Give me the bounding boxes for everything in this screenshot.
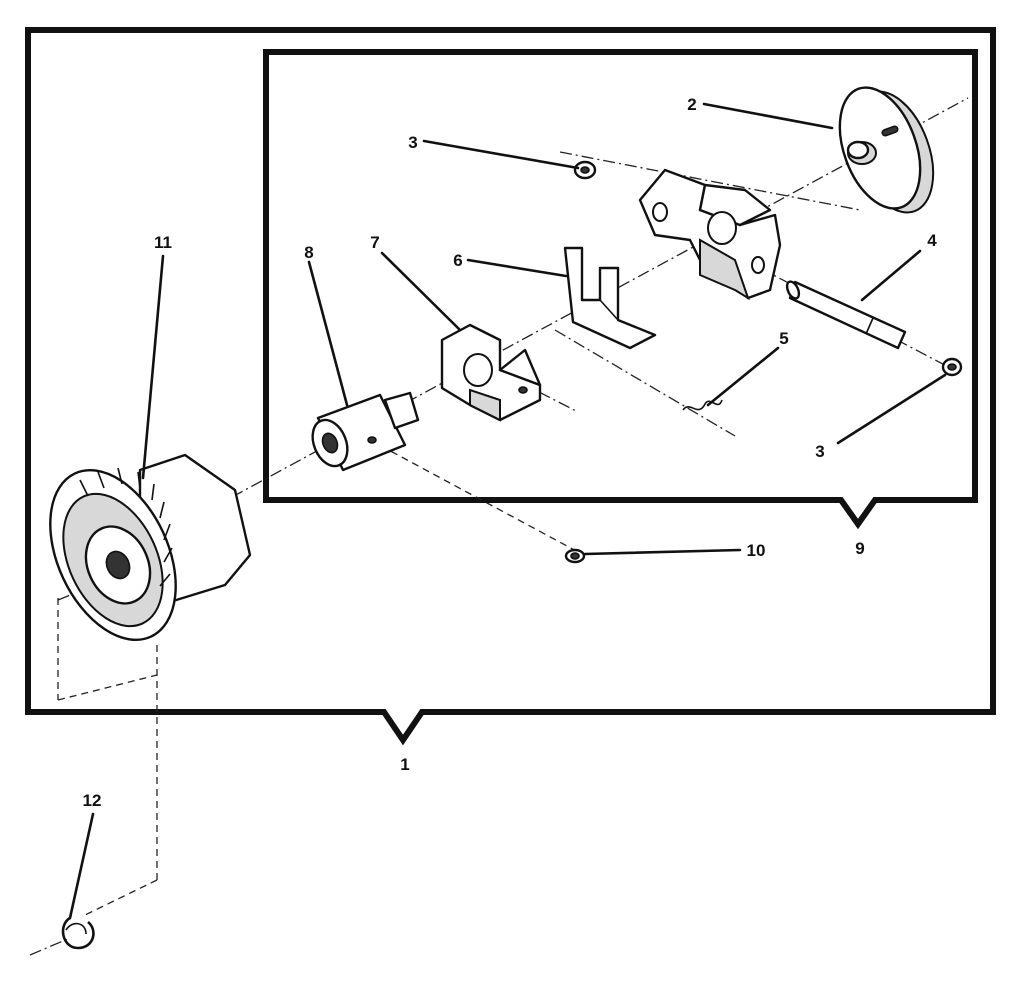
callout-pulley: 2 <box>687 95 696 114</box>
screw-top-part <box>573 160 597 180</box>
spring-part <box>682 399 723 411</box>
subassembly-bracket-9 <box>263 49 978 530</box>
callout-screw-top: 3 <box>408 133 417 152</box>
pulley-part <box>838 86 935 214</box>
callout-pin: 4 <box>927 231 937 250</box>
clip-part <box>563 246 657 350</box>
callout-clip: 6 <box>453 251 462 270</box>
callout-knob: 11 <box>154 233 172 252</box>
callout-screw-bottom: 3 <box>815 442 824 461</box>
retaining-ring-part <box>61 916 95 950</box>
pin-part <box>785 280 907 350</box>
callout-labels: 1 2 3 3 4 5 6 7 8 9 10 11 12 <box>83 95 938 810</box>
knob-part <box>49 453 252 642</box>
callout-subassembly: 9 <box>855 539 864 558</box>
callout-block: 7 <box>370 233 379 252</box>
screw-bottom-part <box>941 357 963 377</box>
callout-spring: 5 <box>779 329 788 348</box>
callout-collar: 8 <box>304 243 313 262</box>
mounting-bracket-part <box>638 168 782 301</box>
callout-assembly: 1 <box>400 755 409 774</box>
callout-retaining-ring: 12 <box>83 791 102 810</box>
assembly-bracket-1 <box>25 27 996 746</box>
leader-lines <box>68 102 947 920</box>
block-part <box>440 323 542 422</box>
callout-set-screw: 10 <box>747 541 766 560</box>
collar-part <box>311 391 420 472</box>
set-screw-part <box>564 548 586 564</box>
